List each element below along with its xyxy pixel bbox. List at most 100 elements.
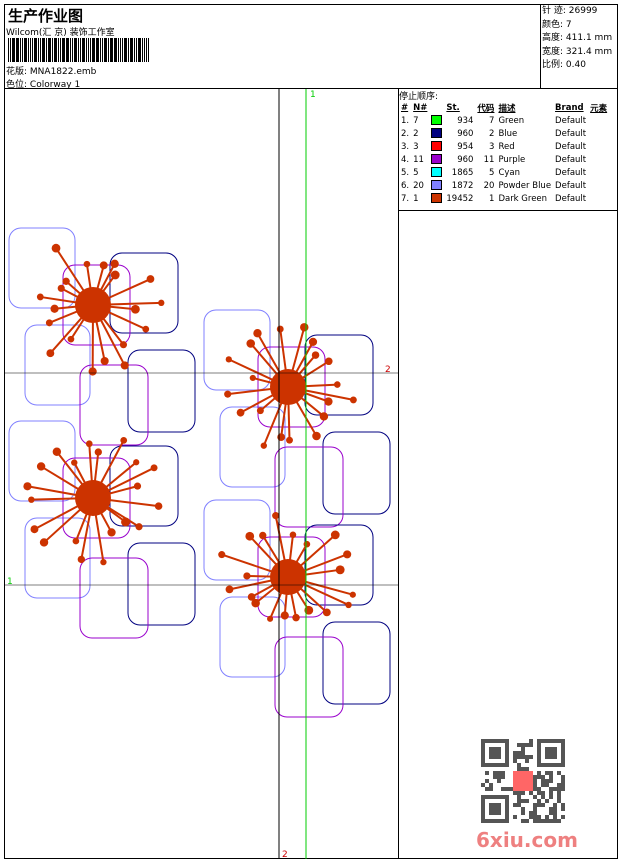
flower-bud <box>309 338 317 346</box>
info-label: 颜色: <box>542 20 563 30</box>
row-code: 1 <box>475 192 496 205</box>
guide-label-right: 2 <box>385 365 391 375</box>
column-header: Brand <box>553 101 588 114</box>
info-value: 26999 <box>569 6 598 16</box>
row-stitches: 934 <box>444 114 475 127</box>
flower-bud <box>52 244 61 253</box>
flower-bud <box>253 329 261 337</box>
row-brand: Default <box>553 179 588 192</box>
color-swatch-cell <box>429 153 444 166</box>
flower-center <box>75 287 111 323</box>
row-brand: Default <box>553 192 588 205</box>
row-code: 5 <box>475 166 496 179</box>
flower-bud <box>121 517 130 526</box>
barcode <box>8 38 149 62</box>
flower-bud <box>28 496 34 502</box>
flower-bud <box>324 397 332 405</box>
info-label: 针 迹: <box>542 6 566 16</box>
flower-bud <box>40 538 48 546</box>
color-swatch-cell <box>429 166 444 179</box>
info-row: 比例: 0.40 <box>542 59 618 73</box>
flower-bud <box>320 412 328 420</box>
guide-label-bottom: 2 <box>282 850 288 859</box>
flower-bud <box>68 336 75 343</box>
flower-bud <box>23 482 31 490</box>
flower-bud <box>246 339 255 348</box>
color-swatch-cell <box>429 179 444 192</box>
appliqué-outline <box>323 622 390 704</box>
color-swatch <box>431 154 442 164</box>
flower-bud <box>86 440 93 447</box>
flower-bud <box>147 275 155 283</box>
color-swatch-cell <box>429 192 444 205</box>
flower-center <box>270 369 306 405</box>
flower-bud <box>272 512 279 519</box>
flower-bud <box>261 442 267 448</box>
flower-bud <box>100 261 108 269</box>
column-header: 描述 <box>496 101 553 114</box>
flower-bud <box>350 396 357 403</box>
color-swatch <box>431 193 442 203</box>
flower-bud <box>290 532 297 539</box>
flower-bud <box>323 608 331 616</box>
info-value: 321.4 mm <box>566 47 612 57</box>
row-stitches: 960 <box>444 153 475 166</box>
flower-bud <box>304 541 311 548</box>
column-header: St. <box>444 101 475 114</box>
flower-bud <box>224 391 231 398</box>
row-desc: Blue <box>496 127 553 140</box>
flower-bud <box>226 585 234 593</box>
row-needle: 1 <box>411 192 429 205</box>
flower-bud <box>135 523 142 530</box>
row-code: 20 <box>475 179 496 192</box>
flower-bud <box>53 448 61 456</box>
flower-bud <box>350 592 356 598</box>
row-stitches: 19452 <box>444 192 475 205</box>
flower-bud <box>277 433 285 441</box>
flower-center <box>75 480 111 516</box>
row-index: 5. <box>399 166 411 179</box>
flower-bud <box>325 358 333 366</box>
appliqué-outline <box>128 350 195 432</box>
flower-bud <box>155 502 163 510</box>
flower-bud <box>334 381 341 388</box>
row-desc: Powder Blue <box>496 179 553 192</box>
row-needle: 7 <box>411 114 429 127</box>
info-label: 宽度: <box>542 47 563 57</box>
flower-bud <box>46 349 54 357</box>
row-brand: Default <box>553 166 588 179</box>
info-value: 0.40 <box>566 60 586 70</box>
flower-bud <box>131 305 140 314</box>
row-index: 7. <box>399 192 411 205</box>
flower-bud <box>248 593 256 601</box>
flower-bud <box>218 551 225 558</box>
column-header: N# <box>411 101 429 114</box>
flower-bud <box>336 565 345 574</box>
flower-bud <box>281 611 289 619</box>
flower-bud <box>257 407 264 414</box>
qr-code <box>481 739 565 823</box>
flower-bud <box>111 260 119 268</box>
color-swatch-cell <box>429 114 444 127</box>
flower-bud <box>345 602 351 608</box>
info-row: 宽度: 321.4 mm <box>542 46 618 60</box>
watermark: 6xiu.com <box>476 828 578 852</box>
flower-bud <box>286 437 293 444</box>
row-needle: 11 <box>411 153 429 166</box>
row-brand: Default <box>553 153 588 166</box>
row-index: 3. <box>399 140 411 153</box>
flower-bud <box>142 326 149 333</box>
row-needle: 2 <box>411 127 429 140</box>
flower-bud <box>277 326 284 333</box>
row-code: 7 <box>475 114 496 127</box>
row-brand: Default <box>553 127 588 140</box>
appliqué-outline <box>204 310 270 390</box>
row-index: 1. <box>399 114 411 127</box>
row-desc: Dark Green <box>496 192 553 205</box>
info-value: 7 <box>566 20 572 30</box>
